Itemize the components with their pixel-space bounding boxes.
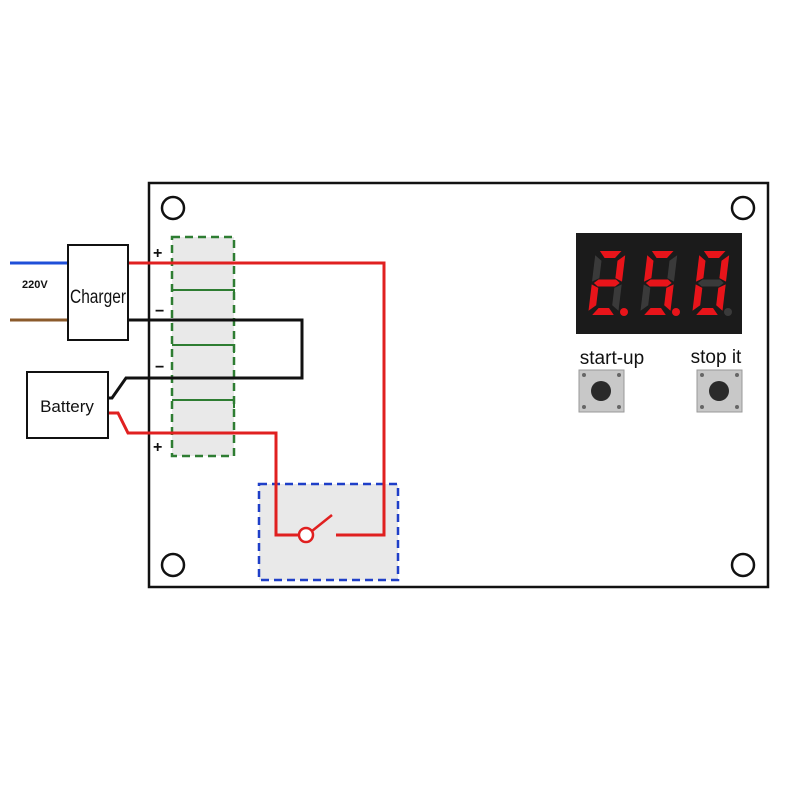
start-up-button-pin	[582, 373, 586, 377]
terminal-minus-top: −	[155, 303, 164, 320]
digit-1-segment-f	[592, 255, 602, 282]
digit-1-segment-b	[615, 255, 626, 282]
digit-2-segment-f	[644, 255, 654, 282]
terminal-plus-bottom: +	[153, 439, 162, 456]
digit-2-segment-g	[645, 279, 672, 287]
stop-it-button-pin	[735, 373, 739, 377]
digit-2-segment-c	[664, 284, 674, 311]
stop-it-label: stop it	[691, 347, 742, 368]
stop-it-button[interactable]	[696, 369, 743, 413]
relay-switch-contact	[297, 526, 315, 544]
stop-it-button-cap[interactable]	[709, 381, 729, 401]
terminal-minus-bottom: −	[155, 359, 164, 376]
charger-box	[67, 244, 129, 341]
terminal-slot-3	[172, 399, 235, 408]
digit-3-segment-a	[703, 251, 726, 258]
digit-3-segment-g	[697, 279, 724, 287]
digit-1-segment-e	[588, 284, 599, 311]
battery-box	[26, 371, 109, 439]
battery-positive-wire	[108, 411, 298, 537]
stop-it-button-pin	[735, 405, 739, 409]
start-up-button-pin	[617, 373, 621, 377]
digit-1-segment-a	[599, 251, 622, 258]
charger-positive-wire	[128, 261, 386, 537]
digit-3-segment-b	[719, 255, 730, 282]
digit-2-segment-d	[644, 308, 666, 315]
charger-label: Charger	[70, 287, 127, 308]
display-digits	[588, 251, 732, 316]
mounting-hole-top-left	[160, 195, 186, 221]
digit-2-segment-a	[651, 251, 674, 258]
digit-2-decimal-point	[672, 308, 680, 316]
battery-label: Battery	[40, 397, 94, 416]
mounting-hole-top-right	[730, 195, 756, 221]
digit-3-segment-d	[696, 308, 718, 315]
start-up-button-pin	[582, 405, 586, 409]
terminal-slot-1	[172, 289, 235, 298]
digit-3-decimal-point	[724, 308, 732, 316]
start-up-button-cap[interactable]	[591, 381, 611, 401]
start-up-button-pin	[617, 405, 621, 409]
digit-1-segment-c	[612, 284, 622, 311]
start-up-button[interactable]	[578, 369, 625, 413]
terminal-block	[170, 235, 236, 458]
digit-3-segment-c	[716, 284, 726, 311]
relay-block	[257, 482, 400, 582]
terminal-plus-top: +	[153, 245, 162, 262]
terminal-slot-2	[172, 344, 235, 353]
mounting-hole-bottom-left	[160, 552, 186, 578]
digit-2-segment-b	[667, 255, 678, 282]
digit-3-segment-e	[692, 284, 703, 311]
input-voltage-label: 220V	[22, 279, 48, 291]
digit-1-segment-g	[593, 279, 620, 287]
stop-it-button-pin	[700, 405, 704, 409]
digit-1-segment-d	[592, 308, 614, 315]
charger-negative-wire	[108, 318, 304, 400]
stop-it-button-pin	[700, 373, 704, 377]
digit-1-decimal-point	[620, 308, 628, 316]
digit-2-segment-e	[640, 284, 651, 311]
relay-switch-lever	[311, 514, 333, 532]
digit-3-segment-f	[696, 255, 706, 282]
mounting-hole-bottom-right	[730, 552, 756, 578]
start-up-label: start-up	[580, 348, 644, 369]
